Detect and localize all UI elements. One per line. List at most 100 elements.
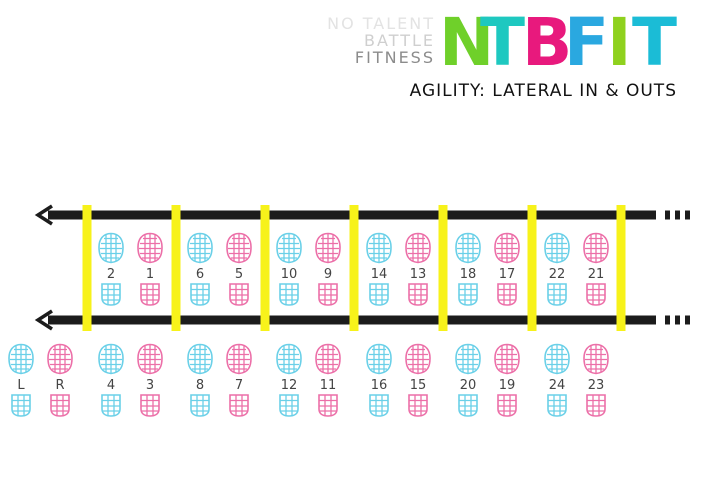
step-number: 11 bbox=[320, 378, 337, 393]
tagline-line-1: NO TALENT bbox=[327, 14, 435, 33]
step-number: 16 bbox=[371, 378, 388, 393]
footprint-sole-icon bbox=[315, 343, 341, 375]
footprint: R bbox=[47, 343, 73, 417]
footprint-heel-icon bbox=[229, 394, 249, 417]
footprint: 7 bbox=[226, 343, 252, 417]
footprint: 11 bbox=[315, 343, 341, 417]
rail-continuation-dash bbox=[685, 210, 690, 220]
footprint-heel-icon bbox=[101, 394, 121, 417]
outside-footprints: L R 4 3 8 7 12 11 16 15 20 19 24 23 bbox=[8, 343, 609, 417]
footprint: 4 bbox=[98, 343, 124, 417]
brand-letter: T bbox=[632, 4, 677, 81]
top-rail bbox=[34, 204, 690, 226]
footprint-sole-icon bbox=[405, 343, 431, 375]
footprint-heel-icon bbox=[140, 283, 160, 306]
footprint: 17 bbox=[494, 232, 520, 306]
step-number: R bbox=[55, 378, 64, 393]
footprint-heel-icon bbox=[318, 394, 338, 417]
footprint: 5 bbox=[226, 232, 252, 306]
footprint: 18 bbox=[455, 232, 481, 306]
footprint-heel-icon bbox=[101, 283, 121, 306]
footprint: 8 bbox=[187, 343, 213, 417]
footprint-sole-icon bbox=[226, 343, 252, 375]
brand-letter: I bbox=[607, 4, 632, 81]
footprint: L bbox=[8, 343, 34, 417]
step-number: 7 bbox=[235, 378, 243, 393]
arrow-left-icon bbox=[34, 309, 53, 331]
footprint-heel-icon bbox=[369, 283, 389, 306]
step-number: 21 bbox=[588, 267, 605, 282]
footprint-sole-icon bbox=[494, 232, 520, 264]
step-number: 24 bbox=[549, 378, 566, 393]
footprint-heel-icon bbox=[408, 283, 428, 306]
footprint-heel-icon bbox=[408, 394, 428, 417]
footprint: 24 bbox=[544, 343, 570, 417]
footprint-sole-icon bbox=[47, 343, 73, 375]
ladder-rung bbox=[438, 205, 448, 331]
footprint-sole-icon bbox=[455, 232, 481, 264]
footprint-heel-icon bbox=[547, 283, 567, 306]
footprint: 14 bbox=[366, 232, 392, 306]
step-number: 12 bbox=[281, 378, 298, 393]
footprint-sole-icon bbox=[583, 343, 609, 375]
footprint-heel-icon bbox=[458, 394, 478, 417]
brand-letter: T bbox=[480, 4, 525, 81]
step-number: 23 bbox=[588, 378, 605, 393]
step-number: L bbox=[17, 378, 25, 393]
footprint: 13 bbox=[405, 232, 431, 306]
footprint: 10 bbox=[276, 232, 302, 306]
footprint-sole-icon bbox=[187, 232, 213, 264]
ladder-rung bbox=[527, 205, 537, 331]
step-number: 19 bbox=[499, 378, 516, 393]
footprint-sole-icon bbox=[187, 343, 213, 375]
step-number: 14 bbox=[371, 267, 388, 282]
ladder-rung bbox=[349, 205, 359, 331]
step-number: 5 bbox=[235, 267, 243, 282]
step-number: 20 bbox=[460, 378, 477, 393]
bottom-rail bbox=[34, 309, 690, 331]
footprint-heel-icon bbox=[318, 283, 338, 306]
footprint-sole-icon bbox=[544, 343, 570, 375]
footprint-heel-icon bbox=[586, 394, 606, 417]
step-number: 3 bbox=[146, 378, 154, 393]
footprint-sole-icon bbox=[455, 343, 481, 375]
step-number: 10 bbox=[281, 267, 298, 282]
step-number: 22 bbox=[549, 267, 566, 282]
step-number: 1 bbox=[146, 267, 154, 282]
footprint: 23 bbox=[583, 343, 609, 417]
arrow-left-icon bbox=[34, 204, 53, 226]
step-number: 9 bbox=[324, 267, 332, 282]
footprint: 9 bbox=[315, 232, 341, 306]
footprint: 20 bbox=[455, 343, 481, 417]
ladder-rung bbox=[616, 205, 626, 331]
step-number: 6 bbox=[196, 267, 204, 282]
footprint-sole-icon bbox=[315, 232, 341, 264]
footprint-heel-icon bbox=[190, 283, 210, 306]
step-number: 17 bbox=[499, 267, 516, 282]
ladder-rungs bbox=[82, 205, 626, 331]
footprint-sole-icon bbox=[137, 343, 163, 375]
footprint: 2 bbox=[98, 232, 124, 306]
footprint-heel-icon bbox=[497, 283, 517, 306]
footprint-sole-icon bbox=[494, 343, 520, 375]
ladder-rung bbox=[260, 205, 270, 331]
rail-continuation-dash bbox=[685, 315, 690, 325]
brand-letter: N bbox=[439, 4, 494, 81]
footprint: 12 bbox=[276, 343, 302, 417]
footprint-heel-icon bbox=[279, 283, 299, 306]
footprint-sole-icon bbox=[366, 232, 392, 264]
footprint-heel-icon bbox=[586, 283, 606, 306]
footprint-sole-icon bbox=[98, 232, 124, 264]
rail-continuation-dash bbox=[675, 210, 680, 220]
footprint-heel-icon bbox=[547, 394, 567, 417]
rail-continuation-dash bbox=[675, 315, 680, 325]
footprint-sole-icon bbox=[8, 343, 34, 375]
step-number: 4 bbox=[107, 378, 115, 393]
footprint: 15 bbox=[405, 343, 431, 417]
ladder-rung bbox=[82, 205, 92, 331]
footprint-heel-icon bbox=[50, 394, 70, 417]
footprint-heel-icon bbox=[369, 394, 389, 417]
footprint-heel-icon bbox=[140, 394, 160, 417]
